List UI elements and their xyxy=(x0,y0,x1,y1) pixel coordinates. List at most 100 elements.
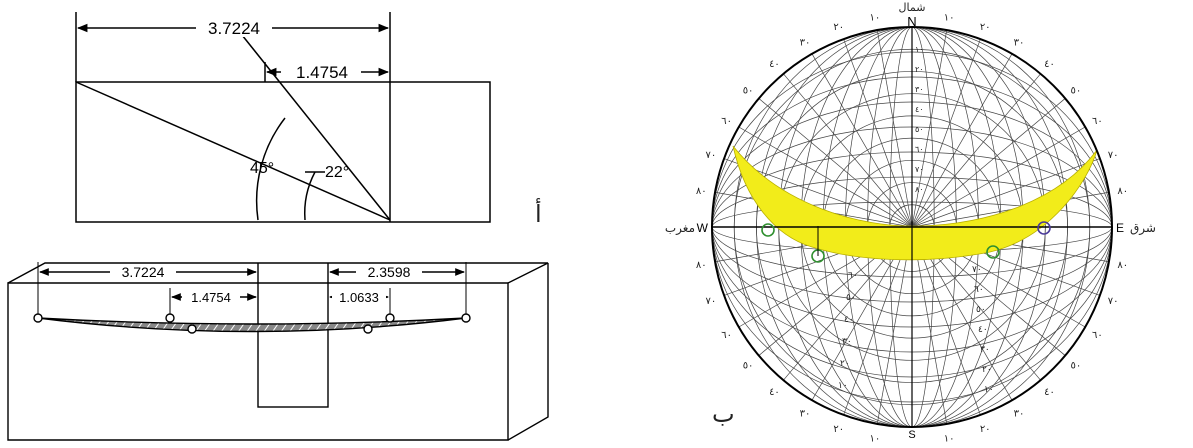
azimuth-line xyxy=(911,53,1013,228)
ray-22 xyxy=(229,19,391,221)
box-top-edge xyxy=(7,262,549,284)
rim-label-lower-left: ٣٠ xyxy=(800,408,811,419)
rim-label-lower-left: ٧٠ xyxy=(706,296,717,307)
marker-green xyxy=(761,223,775,237)
rim-label-lower-right: ٣٠ xyxy=(1014,408,1025,419)
azimuth-line xyxy=(911,29,948,228)
lower-left-tick: ٦٠ xyxy=(848,271,858,281)
east-arabic-label: شرق xyxy=(1130,221,1156,236)
point-marker xyxy=(33,313,43,323)
axis-labels: ١٠٢٠٣٠٤٠٥٠٦٠٧٠٨٠٦٠٥٠٤٠٣٠٢٠١٠٧٠٦٠٥٠٤٠٣٠٢٠… xyxy=(838,45,994,395)
point-marker xyxy=(363,324,373,334)
overhang-outline xyxy=(75,81,491,223)
rim-label-upper-left: ٧٠ xyxy=(706,150,717,161)
rim-label-upper-left: ٢٠ xyxy=(833,22,844,33)
lower-left-tick: ٢٠ xyxy=(840,359,850,369)
rim-label-upper-left: ٥٠ xyxy=(743,85,754,96)
rim-label-lower-right: ٥٠ xyxy=(1071,361,1082,372)
rim-label-lower-left: ٥٠ xyxy=(743,361,754,372)
rim-label-lower-right: ٧٠ xyxy=(1108,296,1119,307)
azimuth-line xyxy=(876,29,913,228)
north-axis-label: ٦٠ xyxy=(915,145,924,154)
azimuth-line xyxy=(911,73,1041,228)
lower-left-tick: ٣٠ xyxy=(842,337,852,347)
rim-label-lower-left: ٢٠ xyxy=(833,424,844,435)
sun-path-chart xyxy=(711,26,1113,428)
rim-label-upper-right: ٤٠ xyxy=(1044,59,1055,70)
angle-arc-22 xyxy=(303,171,316,221)
north-axis-label: ٨٠ xyxy=(915,185,924,194)
rim-label-upper-right: ٨٠ xyxy=(1117,186,1128,197)
marker-green xyxy=(986,245,1000,259)
rim-label-upper-left: ٤٠ xyxy=(769,59,780,70)
lower-left-tick: ٤٠ xyxy=(844,315,854,325)
east-label: E xyxy=(1116,221,1124,235)
lower-left-tick: ٥٠ xyxy=(846,293,856,303)
dim-partial-label: 1.4754 xyxy=(296,63,348,82)
rim-label-lower-right: ٨٠ xyxy=(1117,260,1128,271)
rim-label-upper-left: ١٠ xyxy=(869,12,880,23)
lower-right-tick: ٧٠ xyxy=(972,265,982,275)
north-axis-label: ١٠ xyxy=(915,45,924,54)
lower-right-tick: ٥٠ xyxy=(976,305,986,315)
rim-labels: ١٠ ٢٠ ٣٠ ٤٠ ٥٠ ٦٠ ٧٠ ٨٠ ١٠ ٢٠ ٣٠ ٤٠ ٥٠ ٦٠ ٧٠ ٨٠ ٨٠ ٧٠ ٦٠ ٥٠… xyxy=(696,12,1128,444)
rim-label-upper-right: ٣٠ xyxy=(1014,38,1025,49)
north-axis-label: ٧٠ xyxy=(915,165,924,174)
point-marker xyxy=(385,313,395,323)
azimuth-line xyxy=(911,98,1066,228)
azimuth-line xyxy=(843,38,913,228)
azimuth-line xyxy=(738,126,913,228)
north-axis-label: ٤٠ xyxy=(915,105,924,114)
azimuth-line xyxy=(811,53,913,228)
lower-right-tick: ١٠ xyxy=(984,385,994,395)
plan-dim-left-total: 3.7224 xyxy=(122,264,165,280)
rim-label-lower-right: ٦٠ xyxy=(1092,330,1103,341)
south-label: S xyxy=(908,429,915,441)
angle-arc-45 xyxy=(255,117,286,221)
plan-dim-left-partial: 1.4754 xyxy=(191,290,231,305)
plan-diagram xyxy=(7,262,549,441)
rim-label-lower-left: ٤٠ xyxy=(769,387,780,398)
rim-label-upper-right: ٧٠ xyxy=(1108,150,1119,161)
figure-label-b: ب xyxy=(712,400,735,428)
angle-small-label: 22° xyxy=(325,164,349,181)
rim-label-upper-right: ٢٠ xyxy=(980,22,991,33)
window-opening xyxy=(257,325,329,408)
west-label: W xyxy=(697,221,709,235)
marker-purple xyxy=(1037,221,1051,235)
lower-right-tick: ٤٠ xyxy=(978,325,988,335)
rim-label-upper-left: ٨٠ xyxy=(696,186,707,197)
point-marker xyxy=(187,324,197,334)
angle-large-label: 45° xyxy=(250,160,274,177)
lower-right-tick: ٣٠ xyxy=(980,345,990,355)
west-arabic-label: مغرب xyxy=(665,221,695,236)
rim-label-lower-left: ٦٠ xyxy=(721,330,732,341)
dim-total-label: 3.7224 xyxy=(208,19,260,38)
point-marker xyxy=(461,313,471,323)
rim-label-upper-right: ٦٠ xyxy=(1092,116,1103,127)
ray-45 xyxy=(75,81,391,221)
rim-label-lower-right: ٤٠ xyxy=(1044,387,1055,398)
north-axis-label: ٥٠ xyxy=(915,125,924,134)
azimuth-line xyxy=(911,38,981,228)
rim-label-lower-left: ٨٠ xyxy=(696,260,707,271)
rim-label-lower-right: ٢٠ xyxy=(980,424,991,435)
azimuth-line xyxy=(758,98,913,228)
lower-right-tick: ٢٠ xyxy=(982,365,992,375)
plan-dim-right-partial: 1.0633 xyxy=(339,290,379,305)
section-diagram xyxy=(75,12,491,223)
figure-label-a: أ xyxy=(535,198,542,228)
rim-label-lower-right: ١٠ xyxy=(944,434,955,445)
north-label: N xyxy=(907,14,916,29)
lower-left-tick: ١٠ xyxy=(838,381,848,391)
azimuth-line xyxy=(783,73,913,228)
north-axis-label: ٣٠ xyxy=(915,85,924,94)
lower-right-tick: ٦٠ xyxy=(974,285,984,295)
sun-path-highlight xyxy=(732,145,1098,261)
rim-label-upper-right: ٥٠ xyxy=(1071,85,1082,96)
rim-label-upper-left: ٣٠ xyxy=(800,38,811,49)
shading-curve xyxy=(37,317,467,333)
box-side-face xyxy=(507,263,549,441)
plan-dim-right-total: 2.3598 xyxy=(368,264,411,280)
